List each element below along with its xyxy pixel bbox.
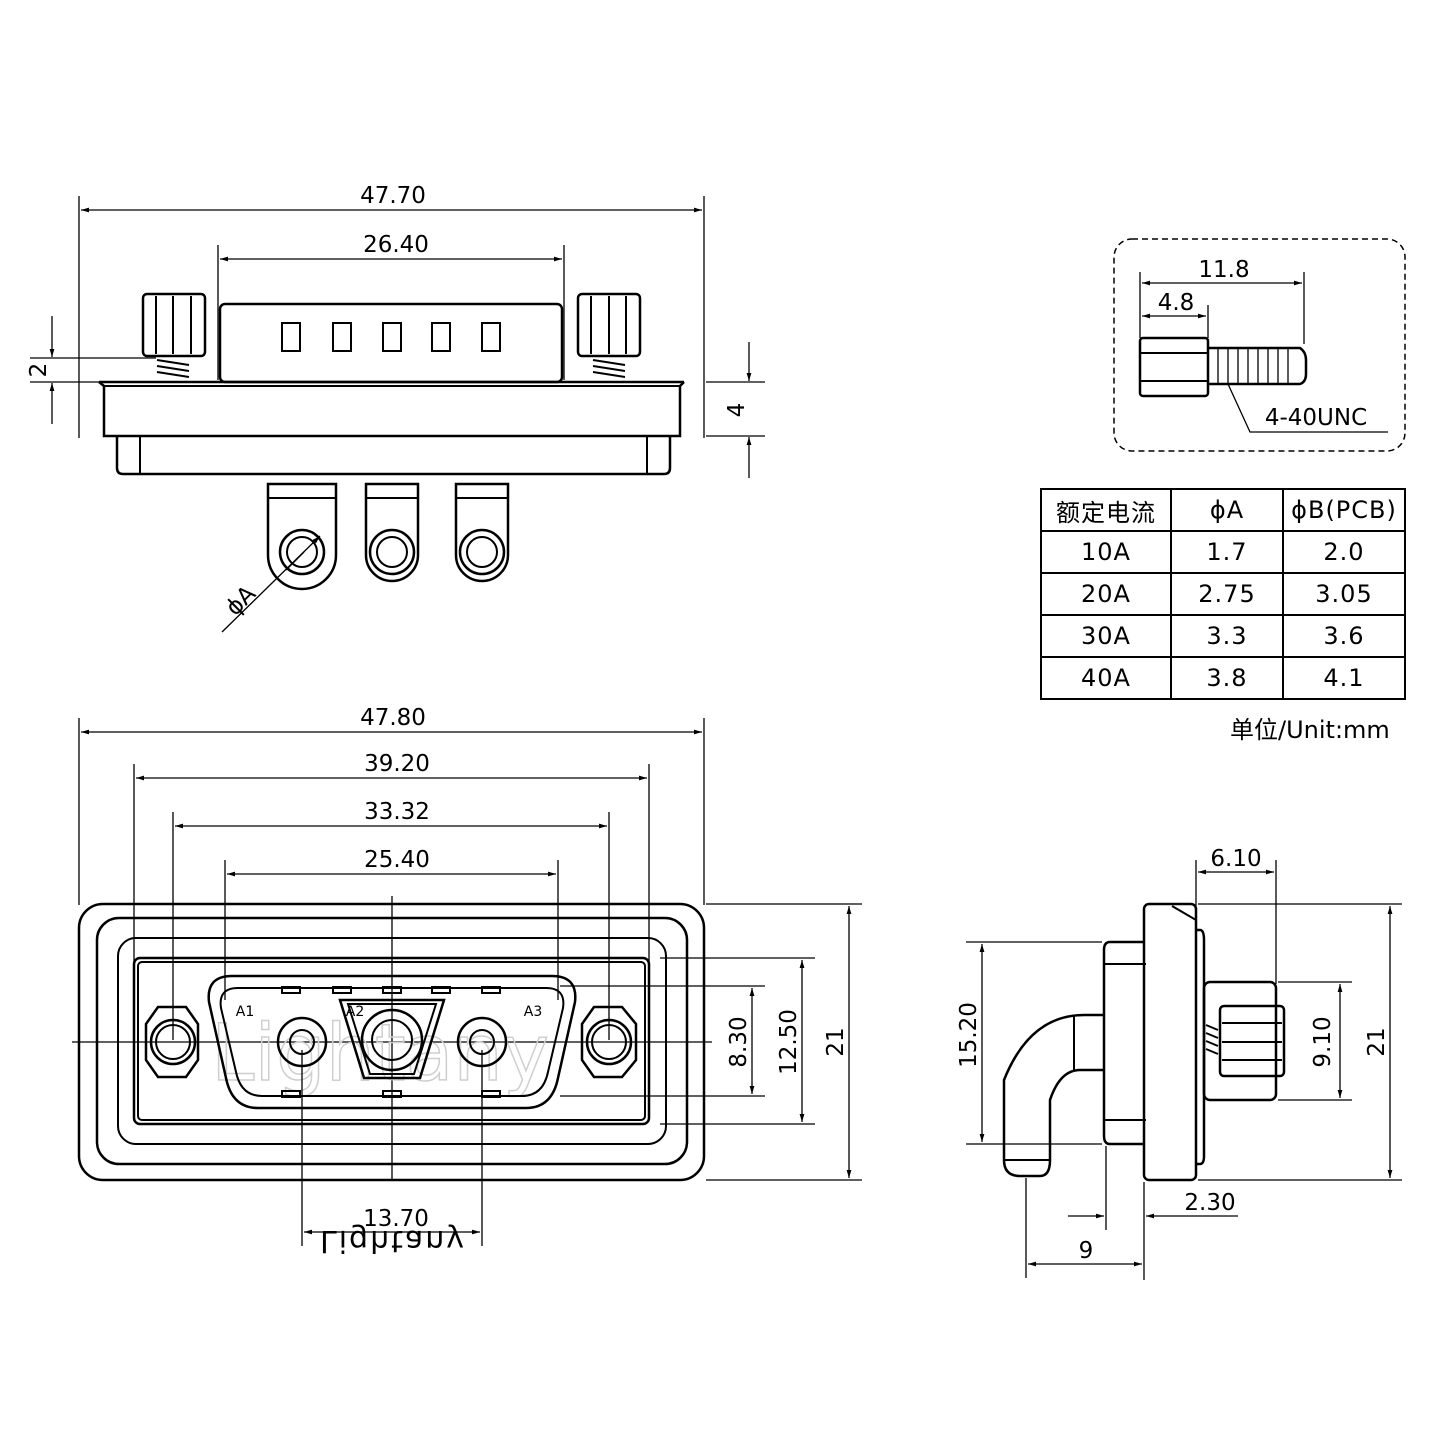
- top-shell-slots: [281, 322, 501, 352]
- pin-label-a2: A2: [346, 1004, 364, 1020]
- dim-screw-head-length: 4.8: [1158, 290, 1195, 316]
- cell-current: 30A: [1040, 614, 1172, 658]
- left-hex-nut: [141, 292, 207, 378]
- dim-front-mounting-spacing: 39.20: [364, 751, 430, 777]
- screw-threads: [1217, 348, 1289, 384]
- cell-phi-a: 3.8: [1170, 656, 1284, 700]
- unit-label: 单位/Unit:mm: [1230, 716, 1390, 744]
- table-row: 20A 2.75 3.05: [1040, 572, 1406, 616]
- cell-phi-b: 4.1: [1282, 656, 1406, 700]
- front-contacts: [276, 998, 508, 1080]
- cell-phi-b: 3.05: [1282, 572, 1406, 616]
- header-rated-current: 额定电流: [1040, 488, 1172, 532]
- front-right-hex: [580, 1005, 638, 1079]
- cell-phi-b: 2.0: [1282, 530, 1406, 574]
- table-row: 10A 1.7 2.0: [1040, 530, 1406, 574]
- front-shell-dimples: [281, 986, 501, 1098]
- header-phi-a: ϕA: [1170, 488, 1284, 532]
- spec-table-header: 额定电流 ϕA ϕB(PCB): [1040, 488, 1406, 532]
- front-watermark: Lightany: [211, 1009, 549, 1099]
- right-hex-nut: [576, 292, 642, 378]
- cell-current: 10A: [1040, 530, 1172, 574]
- cell-current: 40A: [1040, 656, 1172, 700]
- top-pins: [266, 482, 510, 591]
- dim-front-shell-inner-width: 25.40: [364, 847, 430, 873]
- dim-screw-total-length: 11.8: [1198, 257, 1249, 283]
- dim-top-flange-offset: 2: [26, 363, 52, 378]
- cell-phi-a: 3.3: [1170, 614, 1284, 658]
- front-left-hex: [144, 1005, 200, 1079]
- dim-side-body-height: 15.20: [956, 1002, 982, 1068]
- cell-phi-a: 2.75: [1170, 572, 1284, 616]
- screw-thread-spec: 4-40UNC: [1265, 405, 1367, 431]
- dim-side-overall-height: 21: [1364, 1027, 1390, 1056]
- dim-front-overall-width: 47.80: [360, 705, 426, 731]
- top-pin-diameter-label: ϕA: [221, 581, 261, 621]
- dim-side-screw-height: 9.10: [1310, 1016, 1336, 1067]
- dim-front-pin-spacing: 13.70: [363, 1206, 429, 1232]
- cell-current: 20A: [1040, 572, 1172, 616]
- screw-detail: 11.8 4.8 4-40UNC: [1113, 238, 1406, 452]
- dim-side-pin-offset: 9: [1079, 1238, 1094, 1264]
- dim-front-shell-height: 12.50: [776, 1009, 802, 1075]
- dim-top-overall-width: 47.70: [360, 183, 426, 209]
- table-row: 30A 3.3 3.6: [1040, 614, 1406, 658]
- pin-label-a1: A1: [236, 1004, 254, 1020]
- table-row: 40A 3.8 4.1: [1040, 656, 1406, 700]
- dim-front-shell-outer-width: 33.32: [364, 799, 430, 825]
- dim-side-flange-thickness: 2.30: [1184, 1190, 1235, 1216]
- front-view: 47.80 39.20 33.32 25.40 Lightany: [72, 705, 862, 1246]
- spec-table: 额定电流 ϕA ϕB(PCB) 10A 1.7 2.0 20A 2.75 3.0…: [1040, 488, 1406, 700]
- pin-label-a3: A3: [524, 1004, 542, 1020]
- cell-phi-a: 1.7: [1170, 530, 1284, 574]
- header-phi-b: ϕB(PCB): [1282, 488, 1406, 532]
- top-view: 47.70 26.40: [26, 183, 765, 1258]
- dim-top-flange-thickness: 4: [724, 403, 750, 418]
- side-view: 6.10 9.10 21 15.20 2.30 9: [956, 846, 1402, 1280]
- cell-phi-b: 3.6: [1282, 614, 1406, 658]
- dim-side-depth: 6.10: [1210, 846, 1261, 872]
- dim-front-inner-height: 8.30: [726, 1016, 752, 1067]
- dim-top-shell-width: 26.40: [363, 232, 429, 258]
- dim-front-overall-height: 21: [823, 1027, 849, 1056]
- top-logo: Lightany: [320, 1223, 466, 1258]
